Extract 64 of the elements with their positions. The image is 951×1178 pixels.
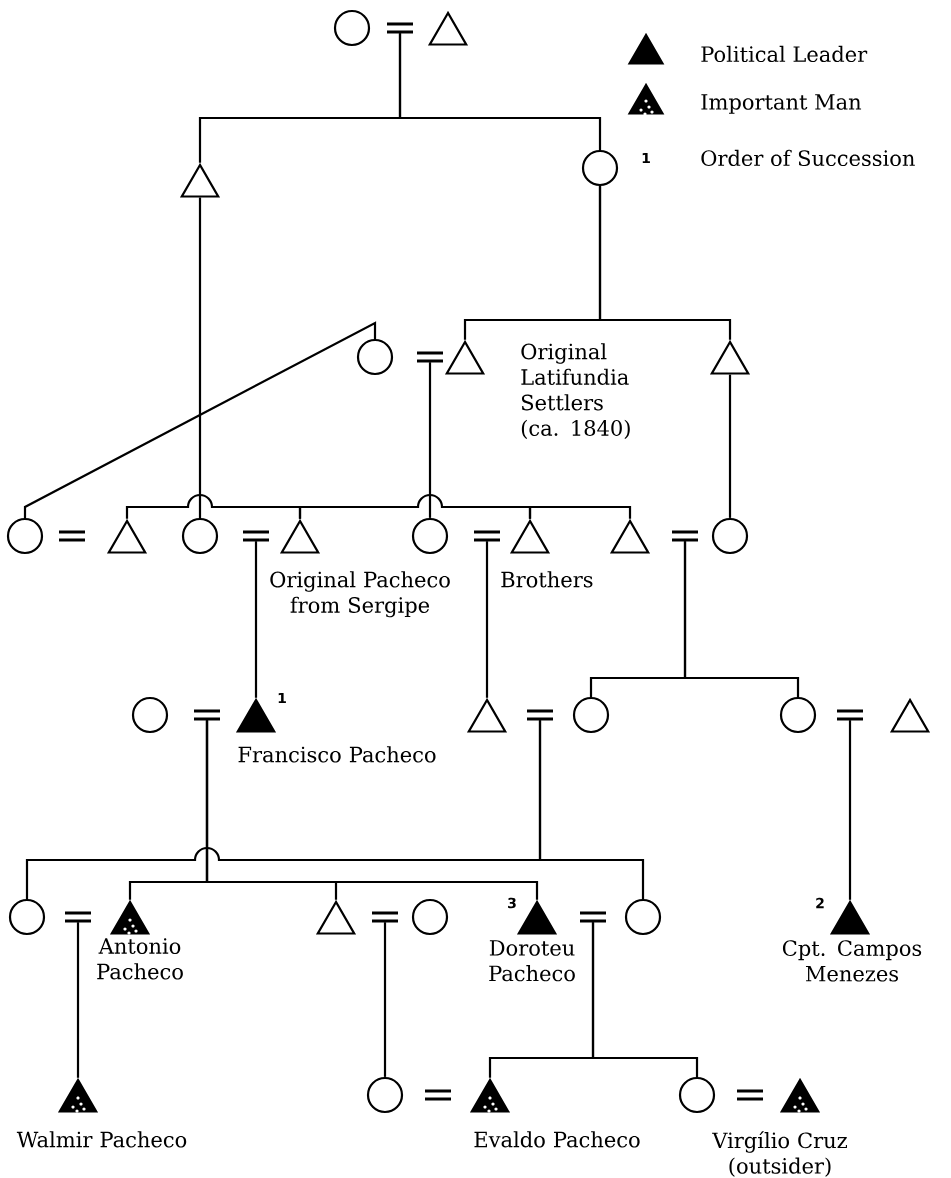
kinship-line (23, 321, 377, 518)
marriage-sign (527, 709, 553, 721)
kinship-line (125, 493, 302, 519)
person-name: Walmir Pacheco (16, 1131, 187, 1148)
person-name: Virgílio Cruz (outsider) (712, 1131, 847, 1177)
kinship-line (485, 541, 489, 698)
female-circle (333, 9, 371, 47)
annotation-text: Original Pacheco from Sergipe (270, 571, 450, 618)
kinship-line (528, 505, 632, 519)
kinship-line (205, 720, 539, 900)
marriage-sign (59, 530, 85, 542)
kinship-line (254, 541, 258, 698)
person-name: Francisco Pacheco (238, 746, 436, 763)
kinship-line (428, 362, 432, 518)
marriage-sign (580, 911, 606, 923)
female-circle (678, 1076, 716, 1114)
kinship-line (598, 186, 732, 340)
marriage-sign (417, 351, 443, 363)
marriage-sign (837, 709, 863, 721)
female-circle (624, 898, 662, 936)
marriage-sign (372, 911, 398, 923)
female-circle (8, 898, 46, 936)
female-circle (581, 149, 619, 187)
person-name: Doroteu Pacheco (489, 940, 575, 982)
legend-label: Political Leader (701, 45, 868, 63)
marriage-sign (737, 1089, 763, 1101)
annotation-text: Brothers (501, 571, 593, 588)
kinship-line (398, 33, 602, 150)
female-circle (711, 517, 749, 555)
succession-number: 1 (278, 692, 286, 704)
kinship-line (298, 493, 532, 519)
female-circle (356, 338, 394, 376)
person-name: Cpt. Campos Menezes (782, 940, 922, 982)
succession-number: 3 (508, 897, 516, 909)
female-circle (411, 898, 449, 936)
female-circle (6, 517, 44, 555)
marriage-sign (243, 530, 269, 542)
female-circle (779, 696, 817, 734)
person-name: Evaldo Pacheco (474, 1131, 640, 1148)
female-circle (366, 1076, 404, 1114)
kinship-line (383, 922, 387, 1077)
marriage-sign (474, 530, 500, 542)
legend-label: Order of Succession (701, 149, 915, 167)
person-name: Antonio Pacheco (97, 938, 183, 980)
female-circle (572, 696, 610, 734)
legend-label: Important Man (701, 94, 862, 114)
kinship-line (538, 720, 645, 899)
kinship-line (76, 922, 80, 1078)
marriage-sign (425, 1089, 451, 1101)
female-circle (131, 696, 169, 734)
marriage-sign (387, 22, 413, 34)
kinship-line (848, 720, 852, 900)
female-circle (411, 517, 449, 555)
succession-number: 2 (816, 897, 824, 909)
succession-number: 1 (642, 152, 650, 164)
kinship-line (591, 922, 699, 1077)
kinship-line (198, 197, 202, 518)
kinship-line (683, 541, 800, 697)
marriage-sign (65, 911, 91, 923)
female-circle (181, 517, 219, 555)
marriage-sign (194, 709, 220, 721)
annotation-text: Original Latifundia Settlers (ca. 1840) (521, 343, 630, 439)
marriage-sign (672, 530, 698, 542)
kinship-line (728, 374, 732, 518)
